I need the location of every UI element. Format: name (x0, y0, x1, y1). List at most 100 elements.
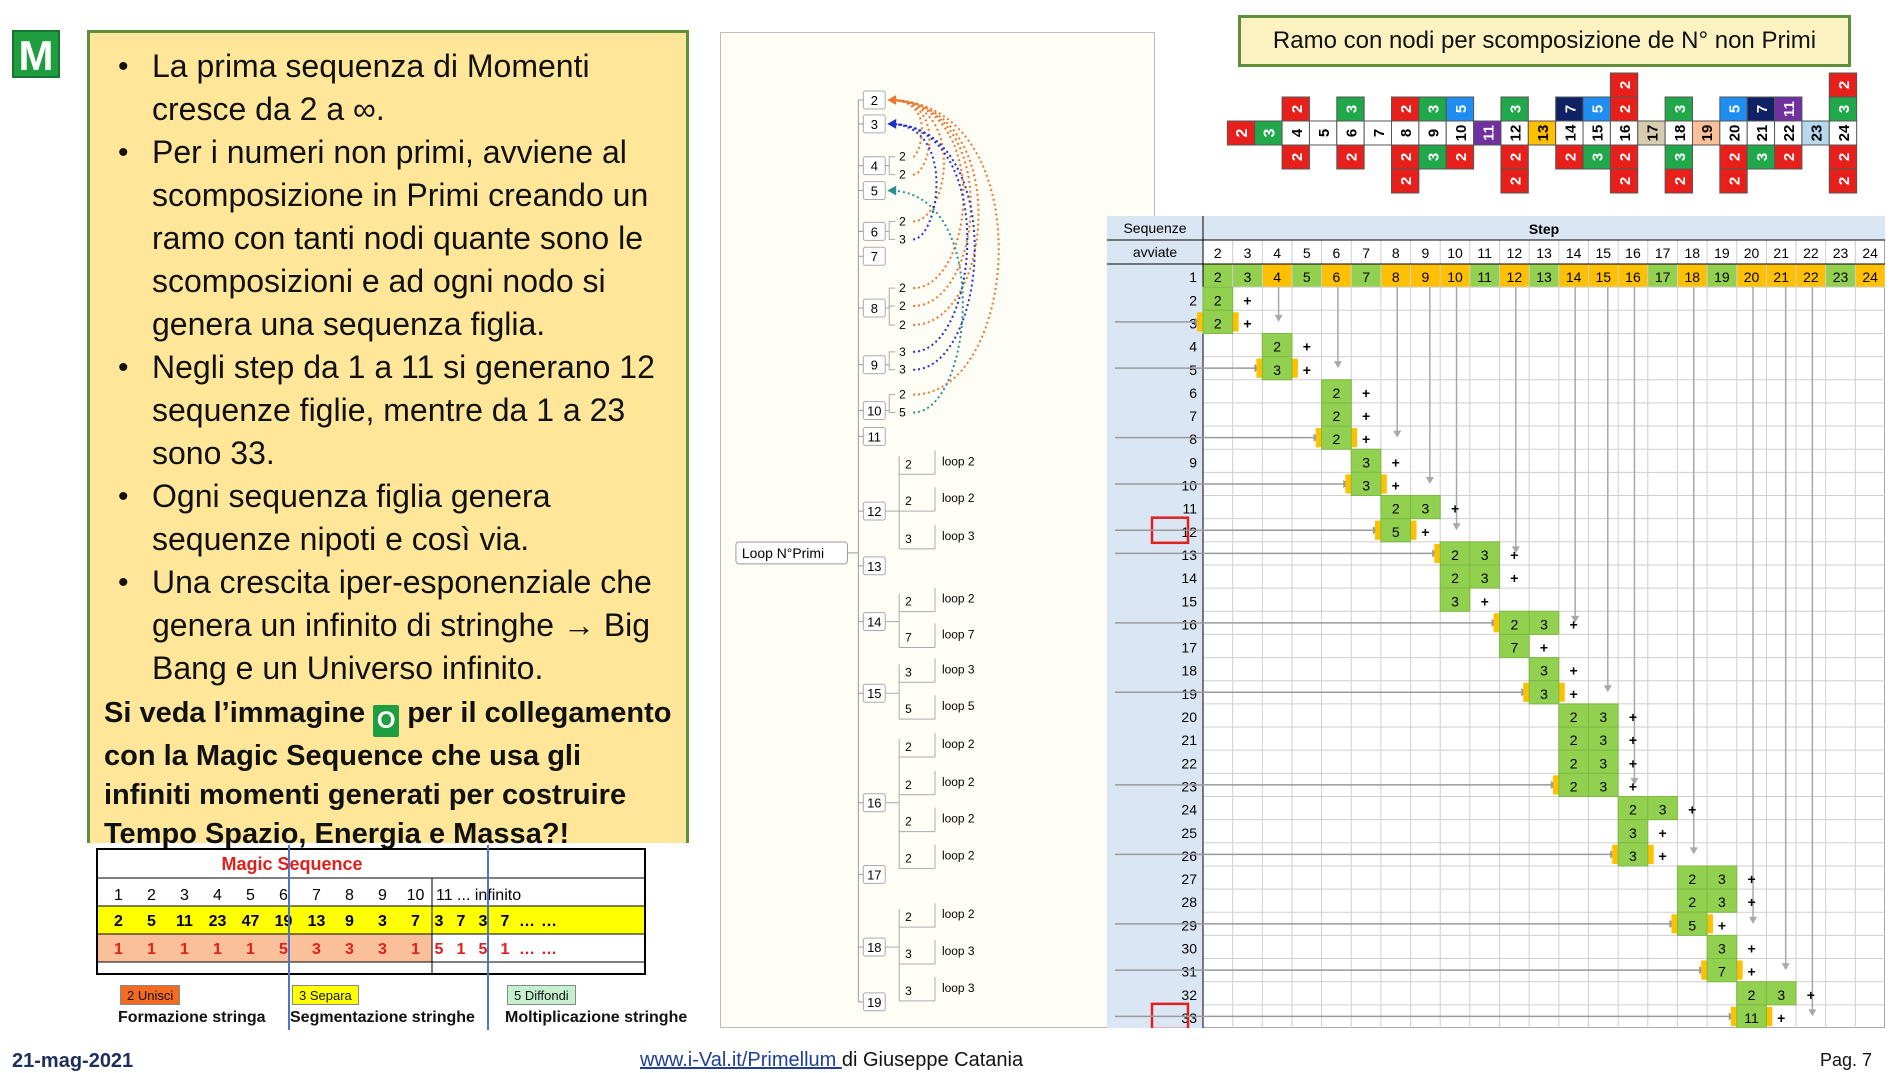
tree-node-label: 5 (871, 184, 878, 199)
website-link[interactable]: www.i-Val.it/Primellum (640, 1049, 842, 1071)
loop-label: loop 3 (942, 944, 975, 958)
grid-first-row-cell (1855, 264, 1885, 288)
tree-node-label: 8 (871, 301, 878, 316)
strip-factor-label: 11 (1781, 101, 1798, 117)
factor-label: 2 (905, 740, 912, 754)
magic-salmon-tail: … (541, 941, 557, 958)
strip-number-cell (1582, 120, 1611, 146)
tree-node-label: 19 (867, 995, 881, 1010)
grid-plus-mark: + (1718, 917, 1726, 933)
grid-first-row-cell (1558, 264, 1589, 288)
note-text-start: Si veda l’immagine (104, 697, 374, 729)
magic-salmon-tail: 1 (457, 941, 466, 958)
recursion-arrow (889, 189, 964, 414)
tree-node-label: 2 (871, 93, 878, 108)
tree-node-label: 6 (871, 224, 878, 239)
strip-factor-cell (1719, 168, 1748, 194)
magic-salmon-tail: 5 (435, 941, 444, 958)
author-text: di Giuseppe Catania (841, 1049, 1024, 1071)
arrow-head (887, 118, 897, 129)
magic-yellow-cell: 47 (242, 913, 260, 930)
tree-node-box (862, 556, 886, 576)
strip-number-label: 23 (1809, 125, 1826, 142)
factor-label: 3 (905, 947, 912, 961)
tree-node-label: 7 (871, 249, 878, 264)
grid-drop-arrowhead (1571, 615, 1580, 623)
strip-factor-cell (1500, 96, 1529, 122)
magic-yellow-tail: … (541, 913, 557, 930)
grid-row-label: 19 (1181, 686, 1197, 702)
factor-link (885, 230, 896, 240)
image-o-badge: O (373, 705, 400, 737)
loop-label: loop 2 (942, 592, 975, 606)
grid-plus-mark: + (1392, 454, 1400, 470)
strip-number-label: 11 (1480, 125, 1497, 141)
strip-factor-label: 2 (1781, 153, 1798, 161)
grid-row-label: 17 (1181, 640, 1197, 656)
grid-step-label: 9 (1421, 245, 1429, 261)
factor-label: 2 (899, 318, 906, 332)
grid-step-label: 17 (1655, 245, 1671, 261)
tree-node-label: 13 (867, 559, 881, 574)
grid-plus-mark: + (1570, 663, 1578, 679)
grid-plus-mark: + (1362, 408, 1370, 424)
grid-green-cell (1765, 981, 1797, 1006)
grid-green-label: 3 (1599, 778, 1607, 794)
strip-factor-label: 2 (1398, 153, 1415, 161)
strip-factor-cell (1828, 72, 1858, 98)
grid-row-label: 27 (1181, 871, 1197, 887)
legend-tag: 3 Separa (292, 985, 359, 1005)
strip-factor-label: 2 (1508, 177, 1525, 185)
grid-row-label: 12 (1181, 524, 1197, 540)
strip-factor-cell (1664, 168, 1693, 194)
grid-first-row-label: 9 (1421, 269, 1429, 285)
grid-green-label: 5 (1688, 917, 1696, 933)
grid-green-label: 3 (1362, 454, 1370, 470)
magic-header-cell: 10 (407, 887, 425, 904)
factor-label: 2 (905, 457, 912, 471)
grid-step-label: 8 (1392, 245, 1400, 261)
bullet-item: Negli step da 1 a 11 si generano 12 sequ… (104, 346, 670, 475)
factor-label: 3 (905, 984, 912, 998)
strip-number-cell (1801, 120, 1830, 146)
grid-green-cell (1587, 772, 1619, 797)
grid-green-label: 7 (1510, 640, 1518, 656)
tree-node-label: 17 (867, 867, 881, 882)
magic-yellow-band (98, 906, 644, 934)
note-text-end: per il collegamento con la Magic Sequenc… (104, 697, 672, 850)
tree-node-box (862, 114, 886, 134)
grid-step-label: 5 (1303, 245, 1311, 261)
grid-green-cell (1350, 471, 1382, 497)
root-node-box (735, 541, 848, 565)
grid-first-row-cell (1529, 264, 1559, 288)
recursion-arrow (889, 122, 976, 371)
factor-label: 7 (905, 630, 912, 644)
grid-row-label: 14 (1181, 570, 1197, 586)
grid-green-label: 2 (1570, 755, 1578, 771)
grid-green-label: 3 (1599, 732, 1607, 748)
strip-factor-cell (1555, 96, 1584, 122)
grid-first-row-label: 6 (1333, 269, 1341, 285)
legend-caption: Formazione stringa (118, 1009, 266, 1026)
strip-number-label: 19 (1699, 125, 1716, 142)
grid-plus-mark: + (1777, 1010, 1785, 1026)
grid-green-cell (1380, 518, 1412, 543)
tree-node-label: 15 (867, 686, 881, 701)
legend-separator (288, 845, 290, 1030)
magic-salmon-cell: 1 (411, 941, 420, 958)
magic-header-cell: 8 (345, 887, 354, 904)
strip-factor-label: 2 (1836, 153, 1853, 161)
strip-factor-cell (1445, 96, 1475, 122)
factor-label: 3 (905, 665, 912, 679)
factor-link (885, 364, 896, 371)
grid-first-row-label: 18 (1684, 269, 1700, 285)
strip-number-label: 12 (1508, 125, 1525, 142)
grid-green-label: 2 (1570, 709, 1578, 725)
grid-green-label: 2 (1629, 802, 1637, 818)
grid-green-label: 3 (1540, 616, 1548, 632)
legend-separator (487, 845, 489, 1030)
magic-salmon-cell: 1 (213, 941, 222, 958)
factor-link (885, 220, 896, 232)
strip-factor-label: 2 (1727, 177, 1744, 185)
